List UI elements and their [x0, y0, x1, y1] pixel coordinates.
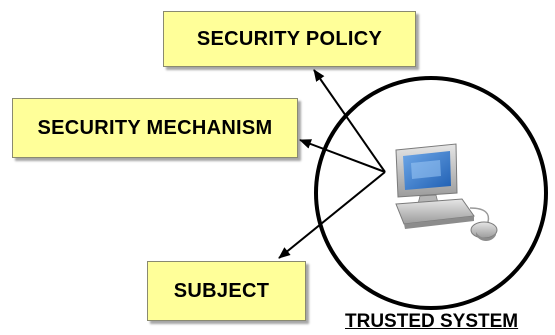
security-policy-box: SECURITY POLICY [163, 11, 416, 67]
security-policy-label: SECURITY POLICY [196, 27, 383, 50]
security-mechanism-label: SECURITY MECHANISM [37, 116, 273, 139]
subject-box: SUBJECT [147, 261, 306, 321]
subject-label: SUBJECT [173, 279, 270, 302]
computer-icon [395, 143, 498, 241]
trusted-system-label: TRUSTED SYSTEM [345, 311, 519, 332]
arrow-to-security-mechanism [299, 139, 386, 173]
arrow-to-subject [278, 171, 386, 259]
arrow-to-security-policy [313, 69, 386, 173]
trusted-system-circle [314, 76, 548, 310]
security-mechanism-box: SECURITY MECHANISM [12, 98, 298, 158]
